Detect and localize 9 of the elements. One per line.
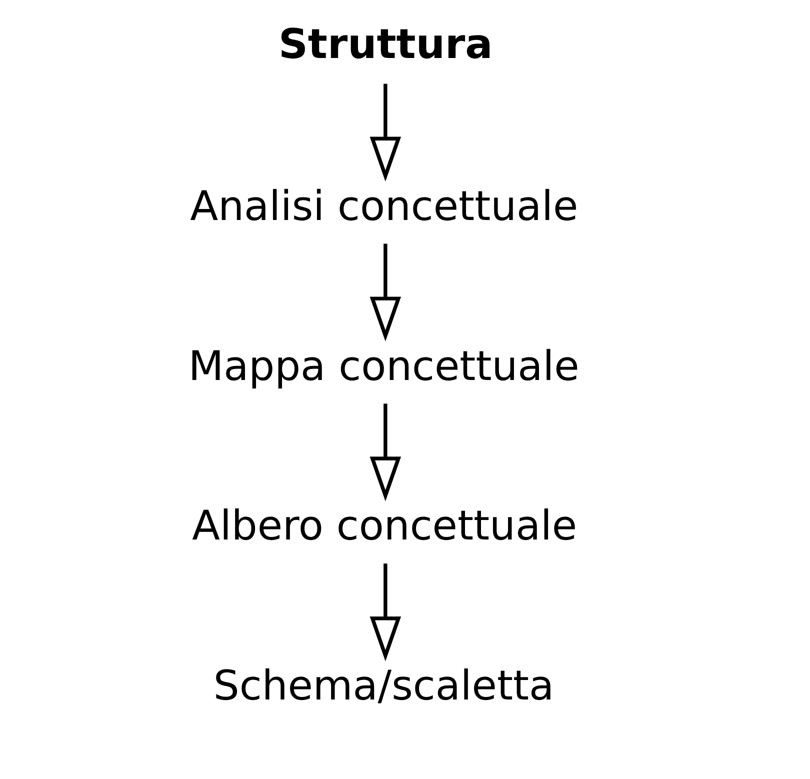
node-text: Albero concettuale (192, 502, 577, 550)
node-text: Analisi concettuale (190, 182, 578, 230)
arrow (369, 244, 401, 342)
node-text: Mappa concettuale (188, 342, 579, 390)
node-text: Schema/scaletta (212, 662, 554, 710)
arrow (369, 84, 401, 182)
arrow (369, 564, 401, 662)
arrow (369, 404, 401, 502)
node-text: Struttura (278, 20, 492, 68)
